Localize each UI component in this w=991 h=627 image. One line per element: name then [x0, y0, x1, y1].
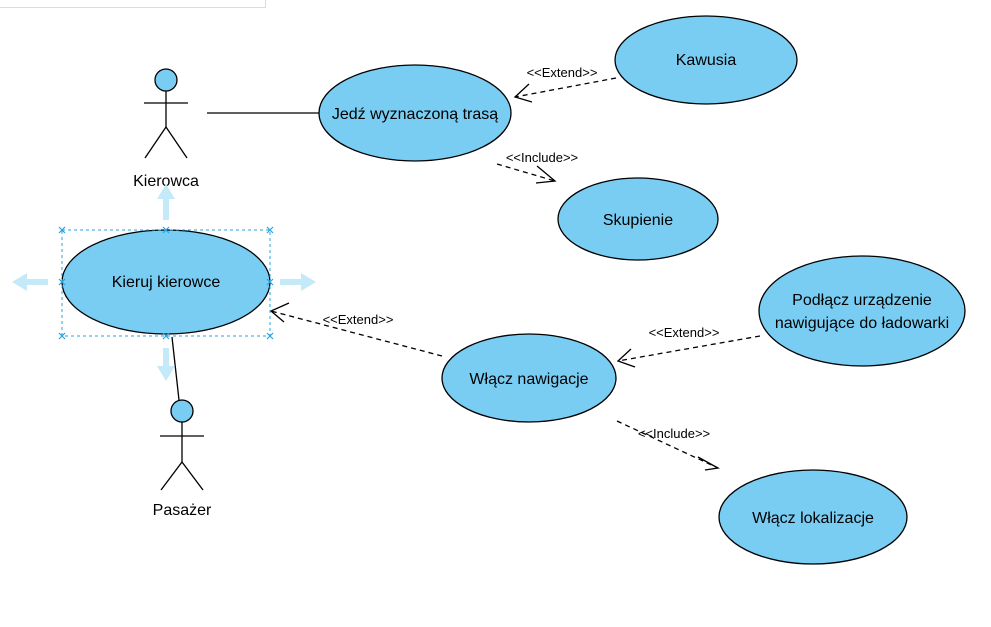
use-case-label: Kieruj kierowce	[112, 274, 221, 291]
actor-kierowca[interactable]: Kierowca	[133, 68, 199, 190]
resize-handle[interactable]	[266, 278, 274, 286]
include-nawigacje-lokalizacje[interactable]: <<Include>>	[616, 420, 720, 471]
include-label: <<Include>>	[506, 150, 578, 165]
extend-kawusia-jedz[interactable]: <<Extend>>	[513, 65, 617, 103]
actor-pasazer[interactable]: Pasażer	[153, 399, 212, 519]
actor-head	[170, 399, 194, 423]
use-case-label: Skupienie	[603, 212, 673, 229]
resize-handle[interactable]	[58, 332, 66, 340]
association-pasazer-kieruj[interactable]	[171, 336, 180, 401]
connect-arrow-down-icon[interactable]	[157, 348, 175, 381]
actor-label: Pasażer	[153, 502, 212, 519]
resize-handle[interactable]	[266, 226, 274, 234]
use-case-podlacz[interactable]: Podłącz urządzenie nawigujące do ładowar…	[758, 255, 966, 367]
extend-nawigacje-kieruj[interactable]: <<Extend>>	[269, 302, 443, 357]
use-case-jedz[interactable]: Jedź wyznaczoną trasą	[318, 64, 512, 162]
connect-arrow-up-icon[interactable]	[157, 184, 175, 220]
actor-label: Kierowca	[133, 173, 199, 190]
include-label: <<Include>>	[638, 426, 710, 441]
connect-arrow-right-icon[interactable]	[280, 273, 316, 291]
resize-handle[interactable]	[58, 278, 66, 286]
use-case-kawusia[interactable]: Kawusia	[614, 15, 798, 105]
use-case-label: Włącz lokalizacje	[752, 510, 874, 527]
extend-label: <<Extend>>	[527, 65, 598, 80]
toolbar-edge	[0, 0, 266, 8]
use-case-label: Kawusia	[676, 52, 737, 69]
use-case-label: Jedź wyznaczoną trasą	[332, 106, 498, 123]
resize-handle[interactable]	[266, 332, 274, 340]
connect-arrow-left-icon[interactable]	[12, 273, 48, 291]
use-case-label-line: nawigujące do ładowarki	[775, 315, 949, 332]
use-case-label: Włącz nawigacje	[469, 371, 588, 388]
include-jedz-skupienie[interactable]: <<Include>>	[496, 150, 578, 184]
resize-handle[interactable]	[58, 226, 66, 234]
use-case-wlacz-nawigacje[interactable]: Włącz nawigacje	[441, 333, 617, 423]
use-case-skupienie[interactable]: Skupienie	[557, 177, 719, 261]
use-case-kieruj[interactable]: Kieruj kierowce	[61, 229, 271, 335]
resize-handle[interactable]	[162, 332, 170, 340]
use-case-wlacz-lokalizacje[interactable]: Włącz lokalizacje	[718, 469, 908, 565]
selection-frame[interactable]	[58, 226, 274, 340]
actor-head	[154, 68, 178, 92]
extend-podlacz-nawigacje[interactable]: <<Extend>>	[616, 325, 761, 368]
use-case-label-line: Podłącz urządzenie	[792, 292, 932, 309]
resize-handle[interactable]	[162, 226, 170, 234]
extend-label: <<Extend>>	[323, 312, 394, 327]
extend-label: <<Extend>>	[649, 325, 720, 340]
